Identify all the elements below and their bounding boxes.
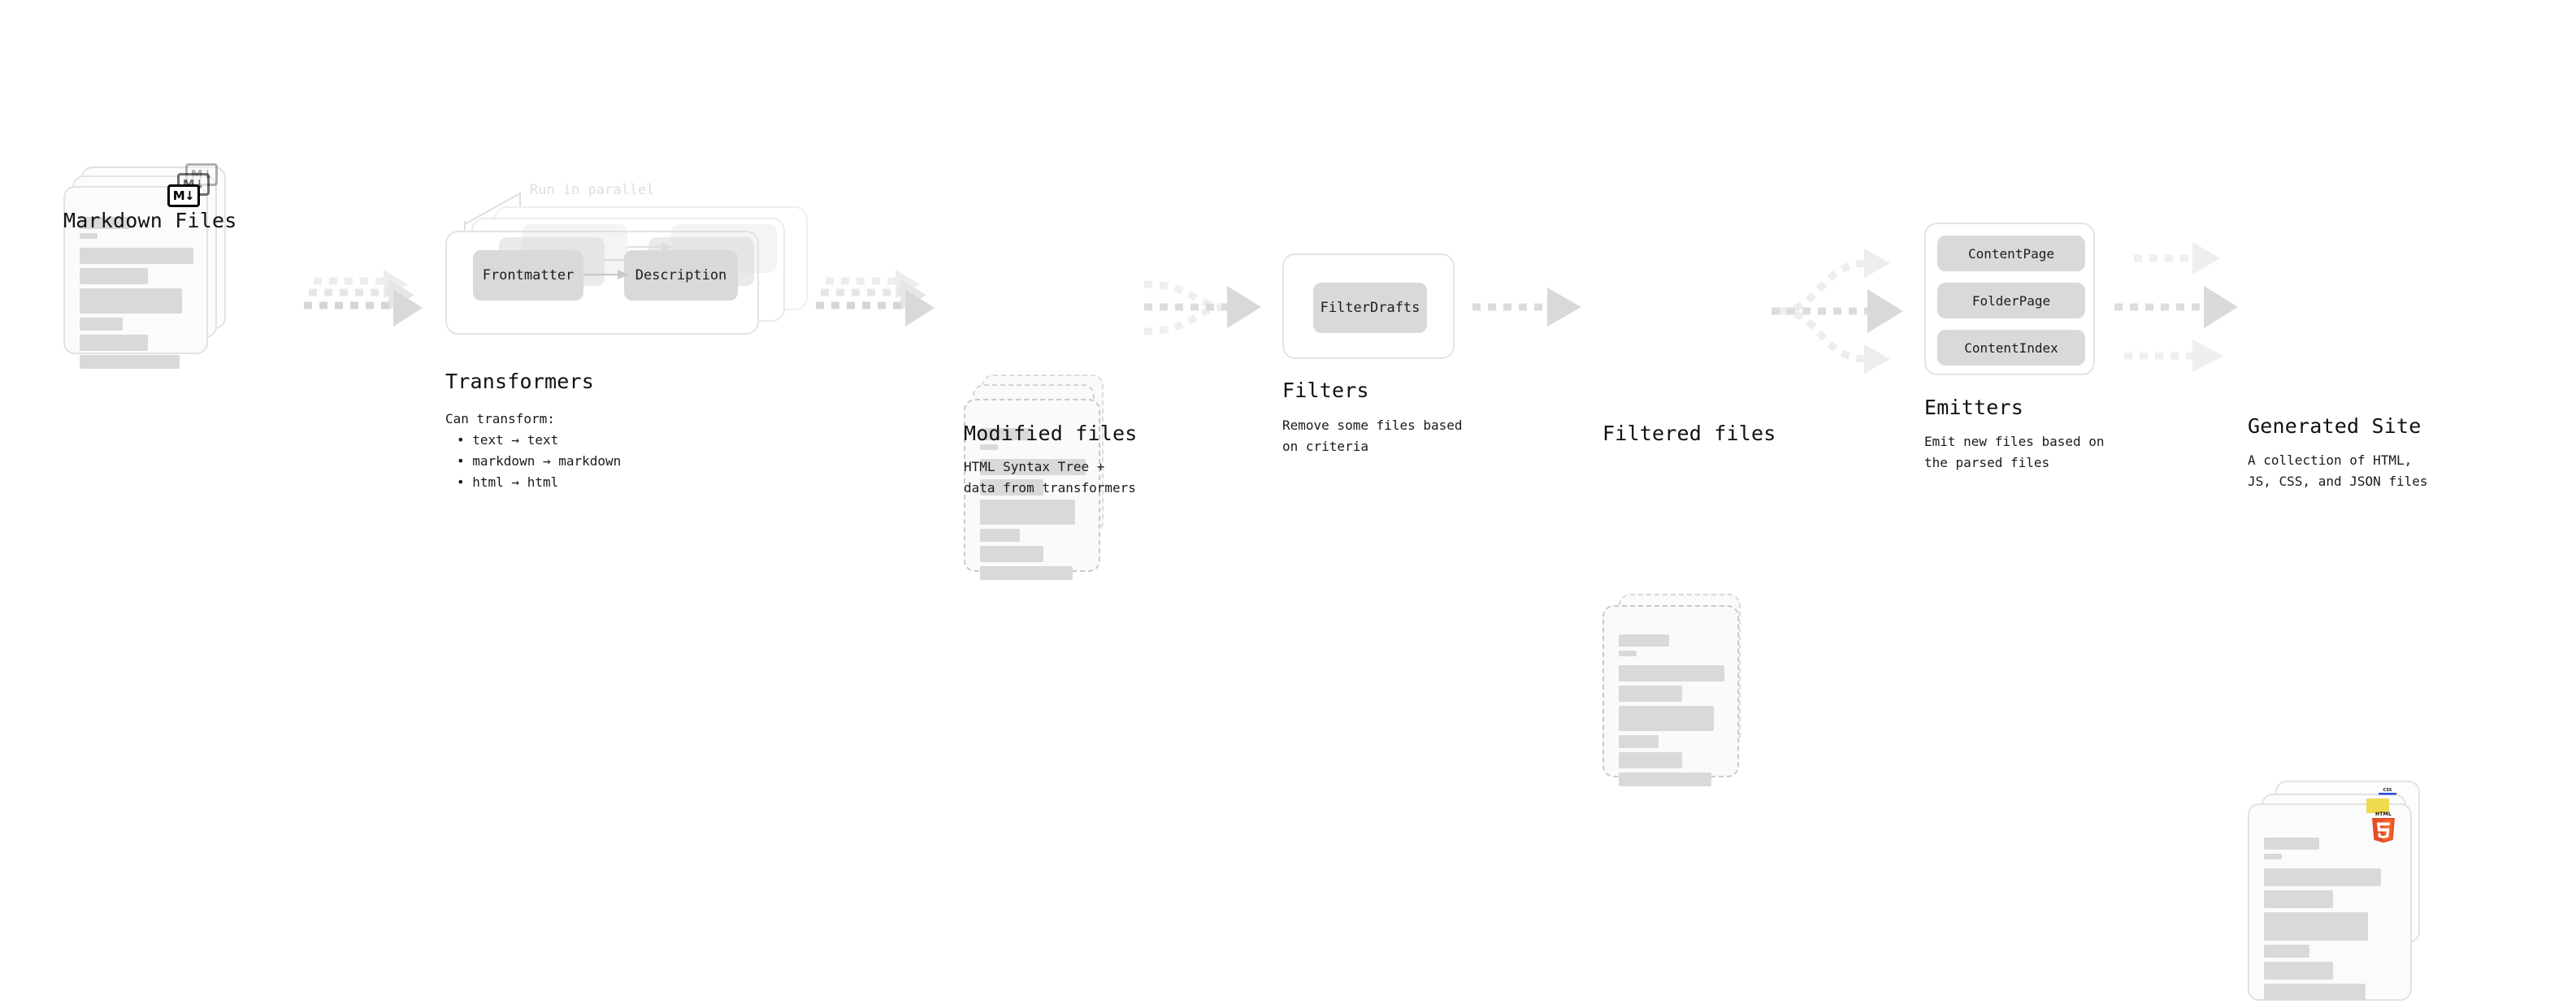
- filters-group-box: FilterDrafts: [1282, 253, 1455, 359]
- filters-title: Filters: [1282, 379, 1369, 402]
- emitter-chip-folderpage[interactable]: FolderPage: [1937, 283, 2085, 318]
- generated-site-card-stack: CSS HTML: [2248, 781, 2435, 1001]
- css-badge: CSS: [2378, 786, 2397, 796]
- filters-subtitle: Remove some files based on criteria: [1282, 418, 1463, 454]
- filtered-file-card-front: [1602, 605, 1739, 786]
- filtered-files-card-stack: [1602, 594, 1773, 797]
- pipeline-diagram: M↓ M↓ M↓ Markdown Files Run in parallel: [63, 163, 2428, 1001]
- connector-modified-to-filters: [1143, 280, 1261, 335]
- generated-site-subtitle: A collection of HTML, JS, CSS, and JSON …: [2248, 452, 2428, 489]
- modified-files-title: Modified files: [964, 422, 1138, 445]
- run-in-parallel-annotation: Run in parallel: [530, 182, 655, 198]
- markdown-files-card-stack: M↓ M↓ M↓: [63, 163, 234, 374]
- connector-transformers-to-modified: [816, 270, 935, 327]
- modified-file-card-front: [964, 399, 1100, 580]
- site-card-content-lines: [2264, 837, 2397, 1004]
- transformers-title: Transformers: [445, 370, 595, 393]
- modified-card-content-lines: [980, 428, 1086, 584]
- filter-chip-filterdrafts[interactable]: FilterDrafts: [1313, 283, 1427, 333]
- svg-text:HTML: HTML: [2375, 811, 2392, 817]
- transformer-chip-frontmatter[interactable]: Frontmatter: [473, 250, 583, 301]
- modified-files-subtitle: HTML Syntax Tree + data from transformer…: [964, 459, 1136, 496]
- transformers-subtitle-bullet-2: • markdown → markdown: [457, 453, 622, 469]
- connector-filters-to-filtered: [1472, 288, 1581, 327]
- connector-markdown-to-transformers: [304, 270, 423, 327]
- generated-site-title: Generated Site: [2248, 414, 2422, 438]
- connector-emitters-to-site: [2114, 242, 2238, 372]
- connector-filtered-to-emitters: [1772, 249, 1903, 374]
- transformer-arrow-front: [583, 270, 629, 279]
- markdown-file-card-front: [63, 186, 208, 369]
- transformers-group: Run in parallel Frontmatter Description: [445, 182, 827, 354]
- modified-files-card-stack: [964, 374, 1134, 586]
- emitters-subtitle: Emit new files based on the parsed files: [1924, 434, 2105, 470]
- emitter-chip-contentpage[interactable]: ContentPage: [1937, 236, 2085, 271]
- html5-badge: HTML: [2370, 810, 2397, 843]
- emitter-chip-contentindex[interactable]: ContentIndex: [1937, 330, 2085, 366]
- markdown-badge-front: M↓: [167, 184, 200, 207]
- svg-text:CSS: CSS: [2383, 788, 2392, 793]
- emitters-group-box: ContentPage FolderPage ContentIndex: [1924, 223, 2095, 375]
- markdown-card-content-lines: [80, 217, 193, 373]
- filtered-card-content-lines: [1619, 634, 1724, 790]
- transformers-subtitle-bullet-3: • html → html: [457, 474, 559, 490]
- filtered-files-title: Filtered files: [1602, 422, 1776, 445]
- transformer-chip-description[interactable]: Description: [624, 250, 738, 301]
- transformers-subtitle-bullet-1: • text → text: [457, 432, 559, 448]
- emitters-title: Emitters: [1924, 396, 2024, 419]
- markdown-files-title: Markdown Files: [63, 209, 237, 232]
- transformers-subtitle: Can transform:: [445, 411, 555, 426]
